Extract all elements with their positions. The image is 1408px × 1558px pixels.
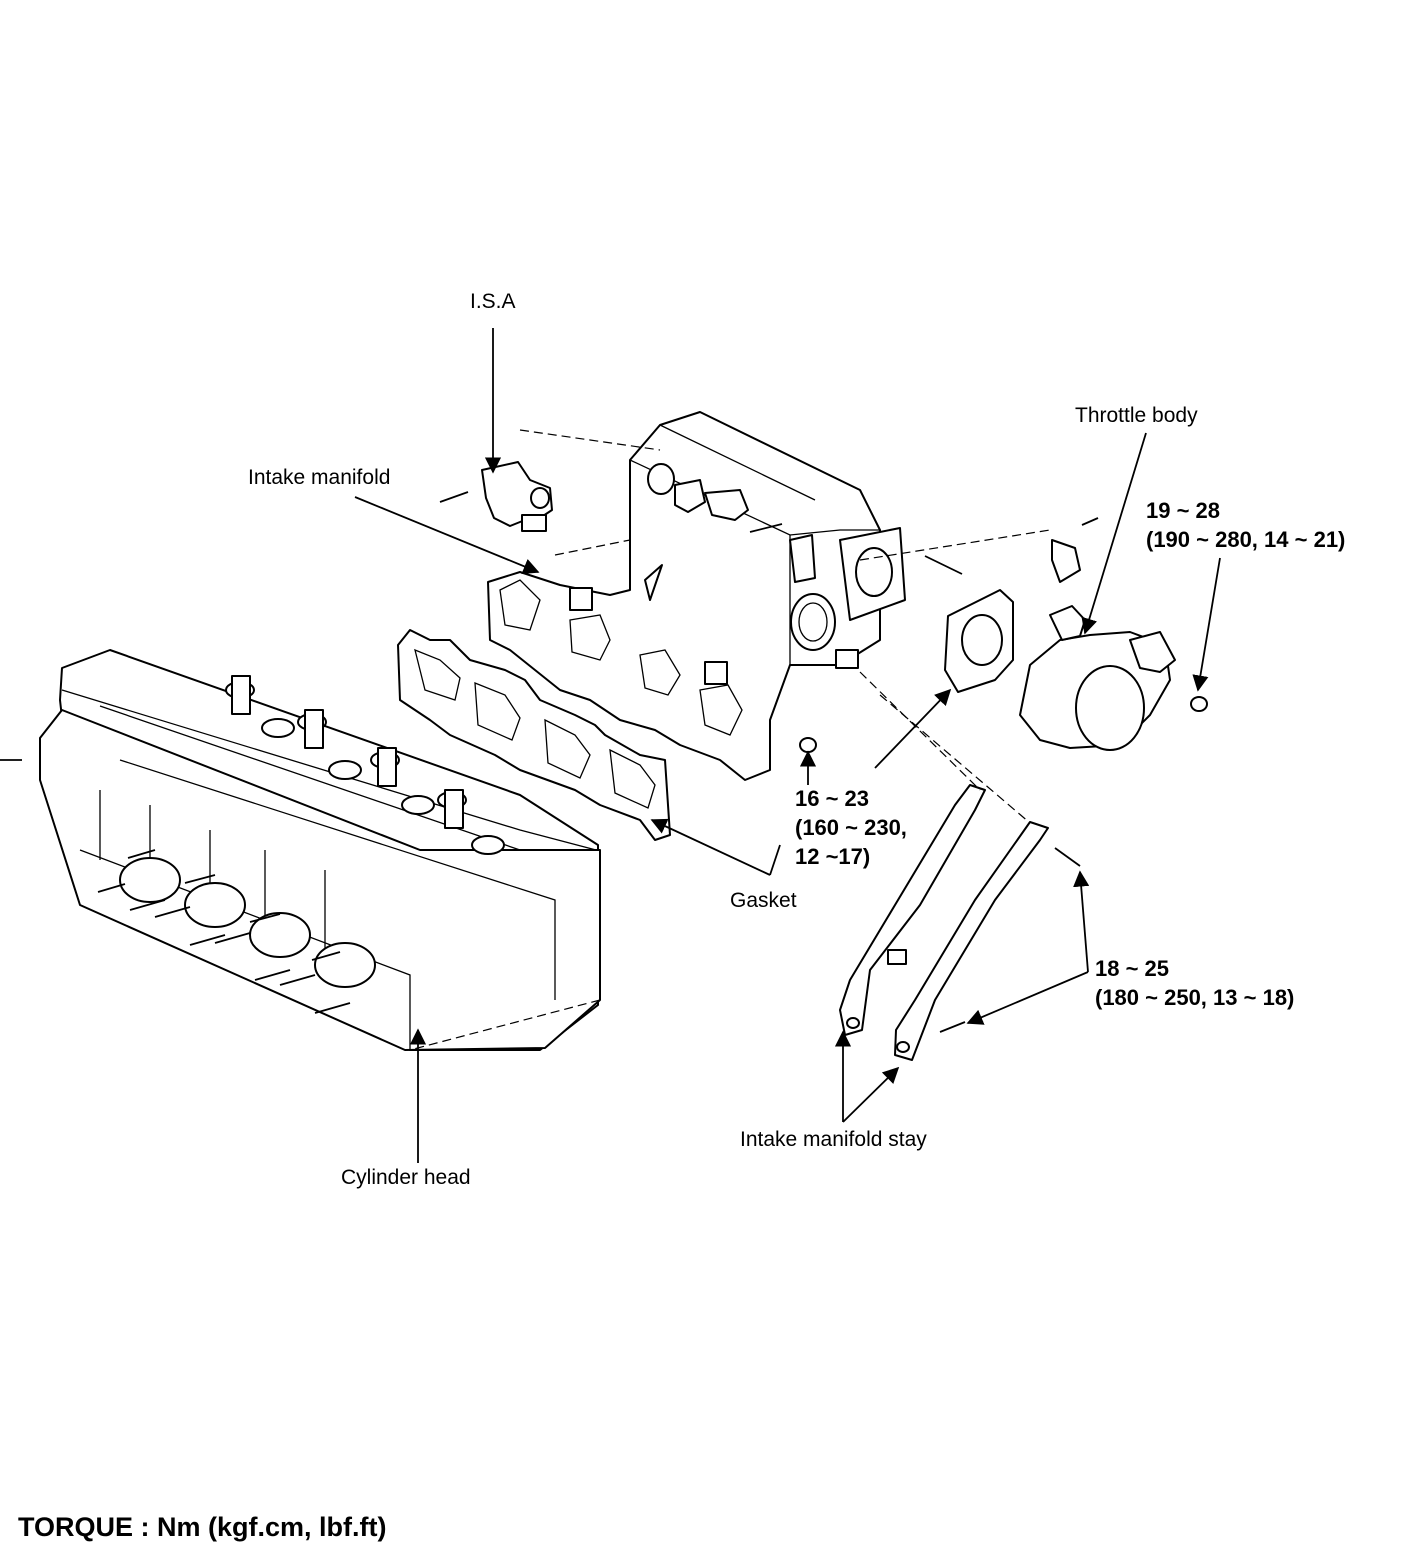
throttle-body-part bbox=[1019, 517, 1208, 751]
throttle-gasket-part bbox=[944, 589, 1014, 693]
intake-manifold-stay-part bbox=[839, 784, 1081, 1061]
valve-pockets bbox=[225, 675, 505, 855]
manifold-torque-alt2: 12 ~17) bbox=[795, 844, 871, 869]
torque-units-legend: TORQUE : Nm (kgf.cm, lbf.ft) bbox=[18, 1512, 387, 1542]
cylinder-head-label: Cylinder head bbox=[341, 1166, 471, 1189]
intake-manifold-label: Intake manifold bbox=[248, 466, 391, 489]
gasket-part bbox=[397, 629, 671, 841]
stay-torque-alt: (180 ~ 250, 13 ~ 18) bbox=[1095, 985, 1295, 1010]
throttle-body-label: Throttle body bbox=[1075, 404, 1198, 427]
throttle-torque-alt: (190 ~ 280, 14 ~ 21) bbox=[1146, 527, 1346, 552]
leader-lines bbox=[354, 328, 1221, 1163]
isa-part bbox=[481, 461, 553, 532]
gasket-label: Gasket bbox=[730, 889, 797, 912]
stay-torque-nm: 18 ~ 25 bbox=[1095, 956, 1170, 981]
studs bbox=[97, 849, 351, 1014]
intake-manifold-part bbox=[439, 411, 963, 781]
manifold-torque-alt1: (160 ~ 230, bbox=[795, 815, 907, 840]
intake-manifold-stay-label: Intake manifold stay bbox=[740, 1128, 927, 1151]
isa-label: I.S.A bbox=[470, 290, 516, 313]
manifold-torque-nm: 16 ~ 23 bbox=[795, 786, 870, 811]
cylinder-head-part bbox=[0, 649, 601, 1051]
throttle-torque-nm: 19 ~ 28 bbox=[1146, 498, 1221, 523]
